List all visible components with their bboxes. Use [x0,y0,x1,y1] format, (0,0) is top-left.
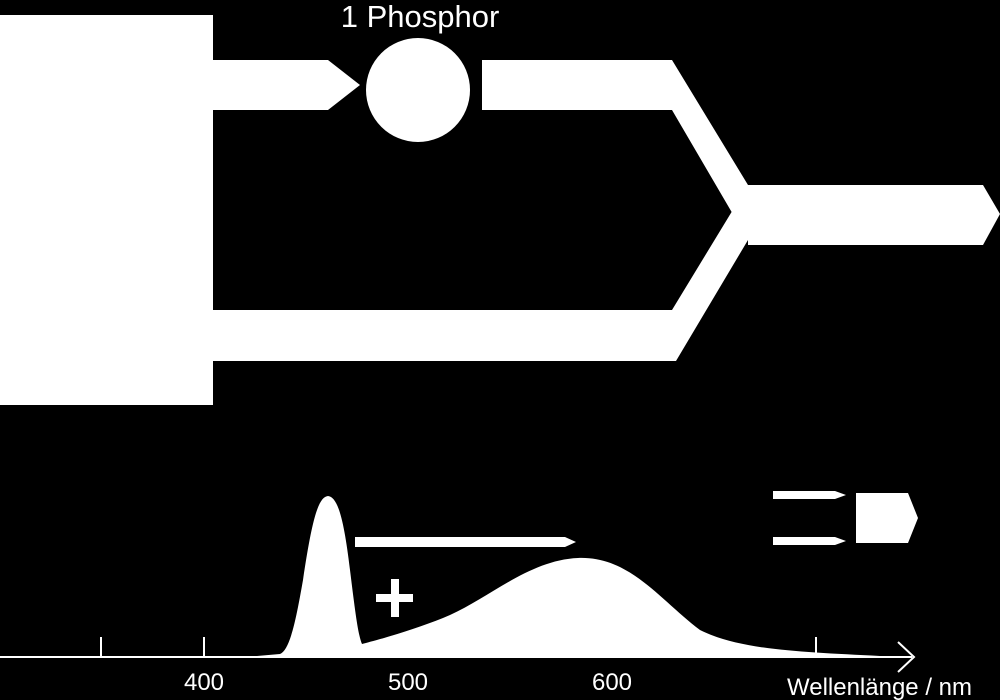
mini-schematic-icon [773,491,918,545]
phosphor-circle [366,38,470,142]
plus-sign-vertical-bar [391,579,399,617]
x-axis-major-ticks [100,637,817,657]
mini-arrow-lower [773,537,846,545]
converted-light-band [482,60,748,240]
x-axis-label: Wellenlänge / nm [787,674,972,700]
x-axis-minor-ticks [305,648,715,657]
blue-light-arrow-to-phosphor [213,60,360,110]
stokes-shift-arrow [355,537,576,547]
x-axis-arrowhead [897,641,916,673]
mini-output-block [856,493,918,543]
emission-spectrum-curve [257,496,880,656]
white-light-output-arrow [748,185,1000,245]
plus-sign [376,579,413,617]
mini-arrow-upper [773,491,846,499]
blue-led-block [0,15,213,405]
tick-label-500: 500 [388,669,428,696]
tick-label-600: 600 [592,669,632,696]
residual-blue-light-band [213,185,748,361]
tick-label-400: 400 [184,669,224,696]
diagram-title: 1 Phosphor [341,0,500,34]
